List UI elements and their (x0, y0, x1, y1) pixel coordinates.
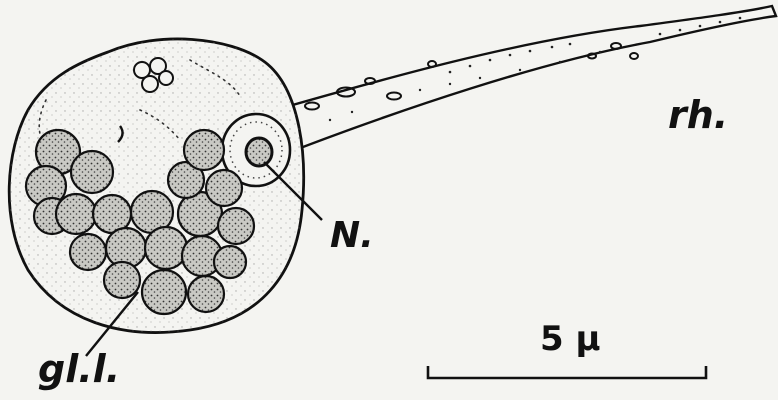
label-rhizoplast: rh. (668, 96, 728, 134)
scale-bar-label: 5 μ (540, 322, 601, 356)
label-nucleus: N. (330, 218, 374, 254)
label-granules: gl.l. (38, 350, 120, 388)
scale-bar-line (428, 366, 706, 378)
